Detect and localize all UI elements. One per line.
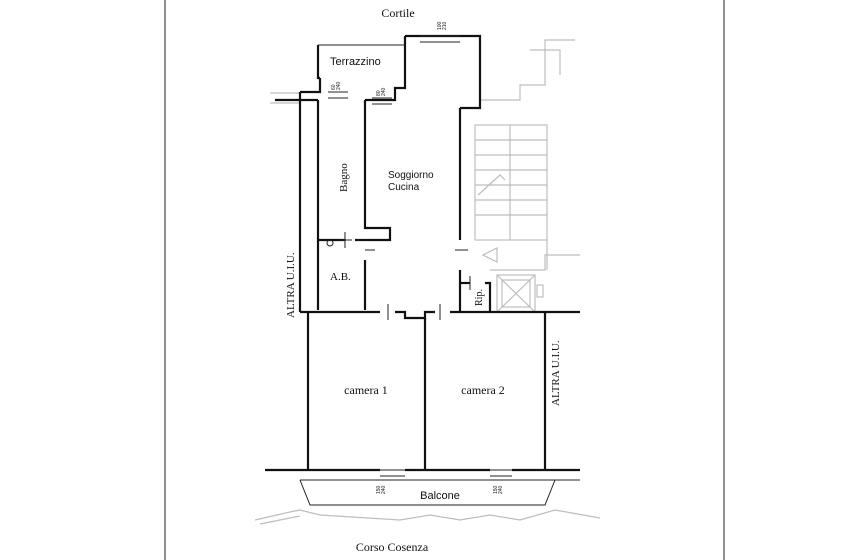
arrow-left-icon [481,247,498,263]
apartment-walls [265,34,580,472]
camera2-label: camera 2 [461,383,505,397]
dim-top: 80 [376,90,382,96]
bagno-label: Bagno [338,163,350,192]
dim-top: 60 [331,84,337,90]
neighbor-walls-left [270,92,301,104]
window-dimension-3: 80 240 [376,87,387,96]
cortile-label: Cortile [381,6,414,20]
terrazzino-label: Terrazzino [330,56,381,68]
ab-label: A.B. [330,271,351,283]
soggiorno-label: Soggiorno [388,170,434,181]
altra-uiu-left-label: ALTRA U.I.U. [285,252,297,318]
window-dimension-1: 100 210 [437,21,448,30]
balcone-label: Balcone [420,490,460,502]
rip-label: Rip. [474,289,485,306]
dim-bottom: 240 [336,81,342,90]
dim-bottom: 240 [381,485,387,494]
corso-cosenza-label: Corso Cosenza [356,540,429,554]
balcony-outlines [254,44,601,525]
altra-uiu-right-label: ALTRA U.I.U. [550,340,562,406]
window-dimension-4: 150 240 [376,485,387,494]
dim-top: 150 [376,485,382,494]
neighbor-staircase [474,35,580,313]
window-dimension-5: 150 240 [493,485,504,494]
cucina-label: Cucina [388,182,420,193]
camera1-label: camera 1 [344,383,388,397]
dim-top: 100 [437,21,443,30]
dim-bottom: 210 [442,21,448,30]
window-dimension-2: 60 240 [331,81,342,90]
dim-top: 150 [493,485,499,494]
dim-bottom: 240 [498,485,504,494]
dim-bottom: 240 [381,87,387,96]
openings [326,35,512,477]
